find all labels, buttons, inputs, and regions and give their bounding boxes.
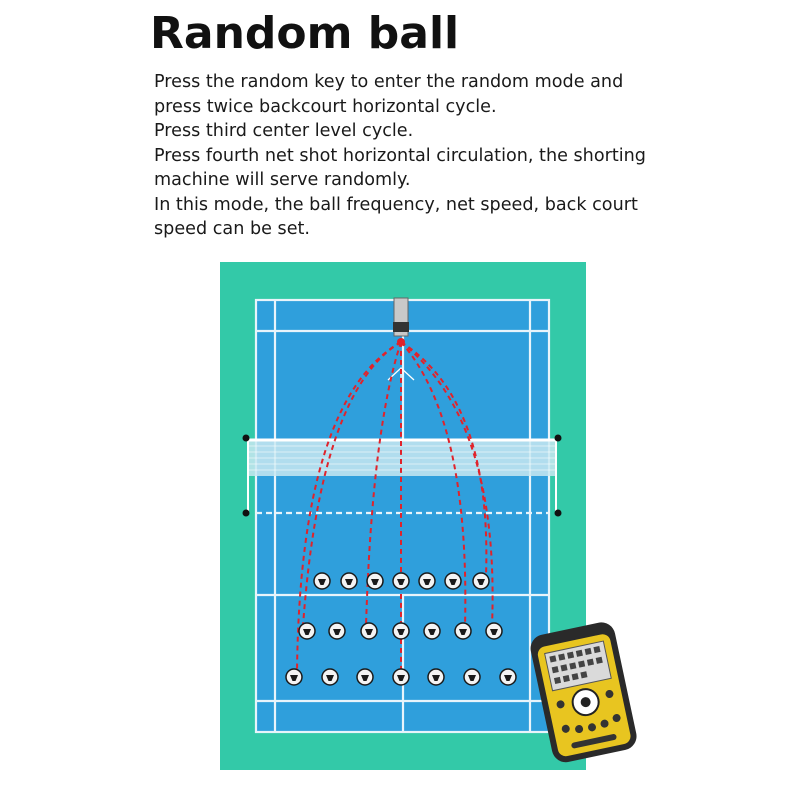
- page-title: Random ball: [150, 8, 460, 59]
- shuttlecock-target-icon: [360, 622, 378, 640]
- shuttlecock-target-icon: [499, 668, 517, 686]
- description-line: press twice backcourt horizontal cycle.: [154, 96, 497, 117]
- shuttlecock-target-icon: [340, 572, 358, 590]
- shuttlecock-target-icon: [485, 622, 503, 640]
- description-line: In this mode, the ball frequency, net sp…: [154, 194, 638, 215]
- description-line: speed can be set.: [154, 219, 311, 239]
- description-line: Press fourth net shot horizontal circula…: [154, 145, 646, 166]
- shuttlecock-target-icon: [328, 622, 346, 640]
- trajectory-line: [296, 341, 402, 673]
- description-line: Press the random key to enter the random…: [154, 72, 624, 92]
- shuttlecock-target-icon: [392, 622, 410, 640]
- shuttlecock-target-icon: [463, 668, 481, 686]
- remote-control-icon: [530, 622, 637, 763]
- shuttlecock-target-icon: [472, 572, 490, 590]
- shuttlecock-target-icon: [427, 668, 445, 686]
- trajectories: [296, 341, 494, 673]
- shuttlecock-target-icon: [454, 622, 472, 640]
- shuttlecock-target-icon: [321, 668, 339, 686]
- targets: [285, 572, 517, 686]
- shuttlecock-target-icon: [356, 668, 374, 686]
- shuttlecock-target-icon: [444, 572, 462, 590]
- description-line: machine will serve randomly.: [154, 170, 411, 190]
- shuttlecock-target-icon: [392, 668, 410, 686]
- shuttlecock-target-icon: [366, 572, 384, 590]
- shuttlecock-target-icon: [418, 572, 436, 590]
- shuttlecock-target-icon: [313, 572, 331, 590]
- shuttlecock-target-icon: [285, 668, 303, 686]
- trajectory-line: [400, 341, 467, 627]
- trajectory-line: [302, 341, 402, 627]
- shuttlecock-target-icon: [423, 622, 441, 640]
- description-line: Press third center level cycle.: [154, 121, 414, 141]
- trajectory-line: [400, 341, 488, 577]
- shuttlecock-target-icon: [392, 572, 410, 590]
- shuttlecock-target-icon: [298, 622, 316, 640]
- description: Press the random key to enter the random…: [154, 70, 674, 242]
